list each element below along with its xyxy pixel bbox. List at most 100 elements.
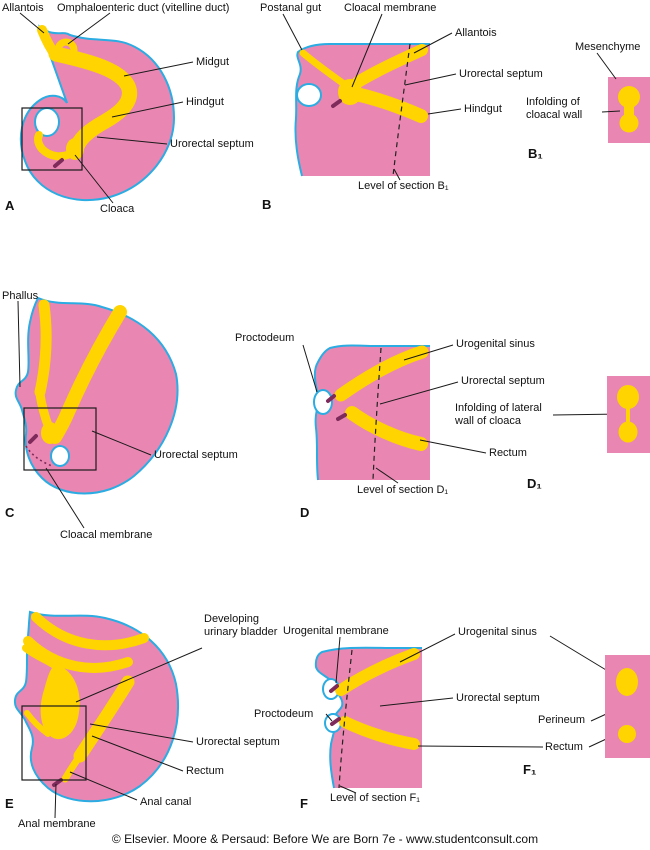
- panel-d1-drawing: [607, 376, 650, 453]
- label-b-cloacal-membrane: Cloacal membrane: [344, 2, 437, 14]
- label-b-allantois: Allantois: [455, 27, 497, 39]
- label-f-urogenital-membrane: Urogenital membrane: [283, 625, 389, 637]
- b-leader-lines: [282, 13, 462, 181]
- c-cloacal-membrane-mark: [28, 434, 38, 444]
- b1-cloaca-waist: [624, 97, 634, 123]
- c-zoom-box: [23, 407, 97, 471]
- b-cloacal-membrane-mark: [331, 99, 342, 108]
- label-b1-infolding: Infolding of cloacal wall: [526, 96, 583, 121]
- label-f-urorectal-septum: Urorectal septum: [456, 692, 540, 704]
- label-e-anal-canal: Anal canal: [140, 796, 192, 808]
- label-d-infolding: Infolding of lateral wall of cloaca: [455, 402, 542, 427]
- panel-letter-c: C: [5, 505, 15, 520]
- e-allantois-stalk: [22, 644, 60, 670]
- panel-letter-f1: F₁: [523, 762, 537, 777]
- label-e-urorectal-septum: Urorectal septum: [196, 736, 280, 748]
- c-cloaca: [41, 422, 59, 444]
- label-f-rectum: Rectum: [545, 741, 583, 753]
- label-b-urorectal-septum: Urorectal septum: [459, 68, 543, 80]
- panel-f1-drawing: [605, 655, 650, 758]
- panel-letter-a: A: [5, 198, 15, 213]
- panel-b-drawing: [282, 13, 462, 181]
- c-embryo-body: [14, 296, 179, 495]
- label-a-omphaloenteric-duct: Omphaloenteric duct (vitelline duct): [57, 2, 230, 14]
- d-surface-outline: [313, 344, 430, 481]
- e-developing-bladder: [40, 664, 80, 740]
- f-anal-membrane-mark: [330, 717, 341, 726]
- panel-letter-d: D: [300, 505, 310, 520]
- copyright-line: © Elsevier. Moore & Persaud: Before We a…: [111, 832, 539, 846]
- label-f-proctodeum: Proctodeum: [254, 708, 314, 720]
- d-anal-membrane-mark: [336, 413, 347, 421]
- label-f-section-level: Level of section F₁: [330, 792, 420, 804]
- panel-a-drawing: [19, 12, 194, 204]
- d-section-line: [372, 347, 382, 481]
- panel-letter-b: B: [262, 197, 272, 212]
- panel-d-drawing: [302, 344, 623, 484]
- c-allantois-band: [34, 299, 52, 398]
- label-d-urogenital-sinus: Urogenital sinus: [456, 338, 535, 350]
- c-leader-lines: [17, 300, 152, 529]
- label-e-rectum: Rectum: [186, 765, 224, 777]
- d-tissue: [314, 345, 430, 480]
- b-section-line: [392, 43, 411, 177]
- d-urogenital-membrane-mark: [326, 394, 336, 403]
- label-a-allantois: Allantois: [2, 2, 44, 14]
- label-f-urogenital-sinus: Urogenital sinus: [458, 626, 537, 638]
- a-tailgut-band: [34, 131, 78, 161]
- label-f-perineum: Perineum: [538, 714, 586, 726]
- c-membrane-dotted-line: [25, 445, 53, 467]
- label-d-rectum: Rectum: [489, 447, 527, 459]
- d-leader-lines: [302, 344, 623, 484]
- label-b-hindgut: Hindgut: [464, 103, 502, 115]
- panel-letter-d1: D₁: [527, 476, 542, 491]
- b-surface-outline: [294, 43, 430, 177]
- b1-leader-lines: [596, 52, 621, 113]
- label-e-developing-bladder: Developing urinary bladder: [204, 613, 278, 638]
- b-postanal-gut-band: [299, 49, 348, 88]
- label-c-cloacal-membrane: Cloacal membrane: [60, 529, 153, 541]
- c-cloacal-gap: [50, 445, 70, 467]
- a-leader-lines: [19, 12, 194, 204]
- b-allantois-band: [352, 44, 428, 88]
- e-leader-lines: [54, 647, 203, 819]
- f1-urogenital-sinus-section: [616, 668, 638, 696]
- f-urogenital-sinus-band: [335, 648, 420, 696]
- d-rectum-band: [345, 406, 428, 451]
- label-a-midgut: Midgut: [196, 56, 230, 68]
- label-a-urorectal-septum: Urorectal septum: [170, 138, 254, 150]
- panel-letter-b1: B₁: [528, 146, 543, 161]
- a-cloacal-membrane-mark: [53, 158, 64, 168]
- a-zoom-box: [21, 107, 83, 171]
- a-gut-tube: [48, 46, 137, 158]
- f-rectum-band: [339, 716, 420, 750]
- d-proctodeum-pit: [313, 389, 333, 415]
- label-d-urorectal-septum: Urorectal septum: [461, 375, 545, 387]
- e-urethra-band: [24, 710, 51, 737]
- panel-f-drawing: [314, 633, 618, 794]
- e-gut-loop-2: [23, 636, 133, 673]
- e-zoom-box: [21, 705, 87, 781]
- label-d-proctodeum: Proctodeum: [235, 332, 295, 344]
- f-urogenital-membrane-mark: [329, 684, 339, 693]
- panel-b1-drawing: [596, 52, 650, 143]
- label-b1-mesenchyme: Mesenchyme: [575, 41, 641, 53]
- label-e-anal-membrane: Anal membrane: [18, 818, 96, 830]
- d1-rectum-lobe: [618, 421, 638, 443]
- panel-letter-f: F: [300, 796, 308, 811]
- label-b-postanal-gut: Postanal gut: [260, 2, 322, 14]
- d1-pinched-waist: [626, 400, 630, 430]
- e-anal-canal-band: [61, 752, 84, 783]
- panel-e-drawing: [13, 610, 203, 819]
- label-c-urorectal-septum: Urorectal septum: [154, 449, 238, 461]
- e-gut-loop-1: [31, 612, 149, 651]
- f1-rectum-section: [618, 725, 636, 743]
- b-tail-fold-gap: [296, 83, 322, 107]
- label-d-section-level: Level of section D₁: [357, 484, 449, 496]
- b-hindgut-band: [349, 87, 428, 123]
- label-c-phallus: Phallus: [2, 290, 39, 302]
- label-a-cloaca: Cloaca: [100, 203, 135, 215]
- panel-letter-e: E: [5, 796, 14, 811]
